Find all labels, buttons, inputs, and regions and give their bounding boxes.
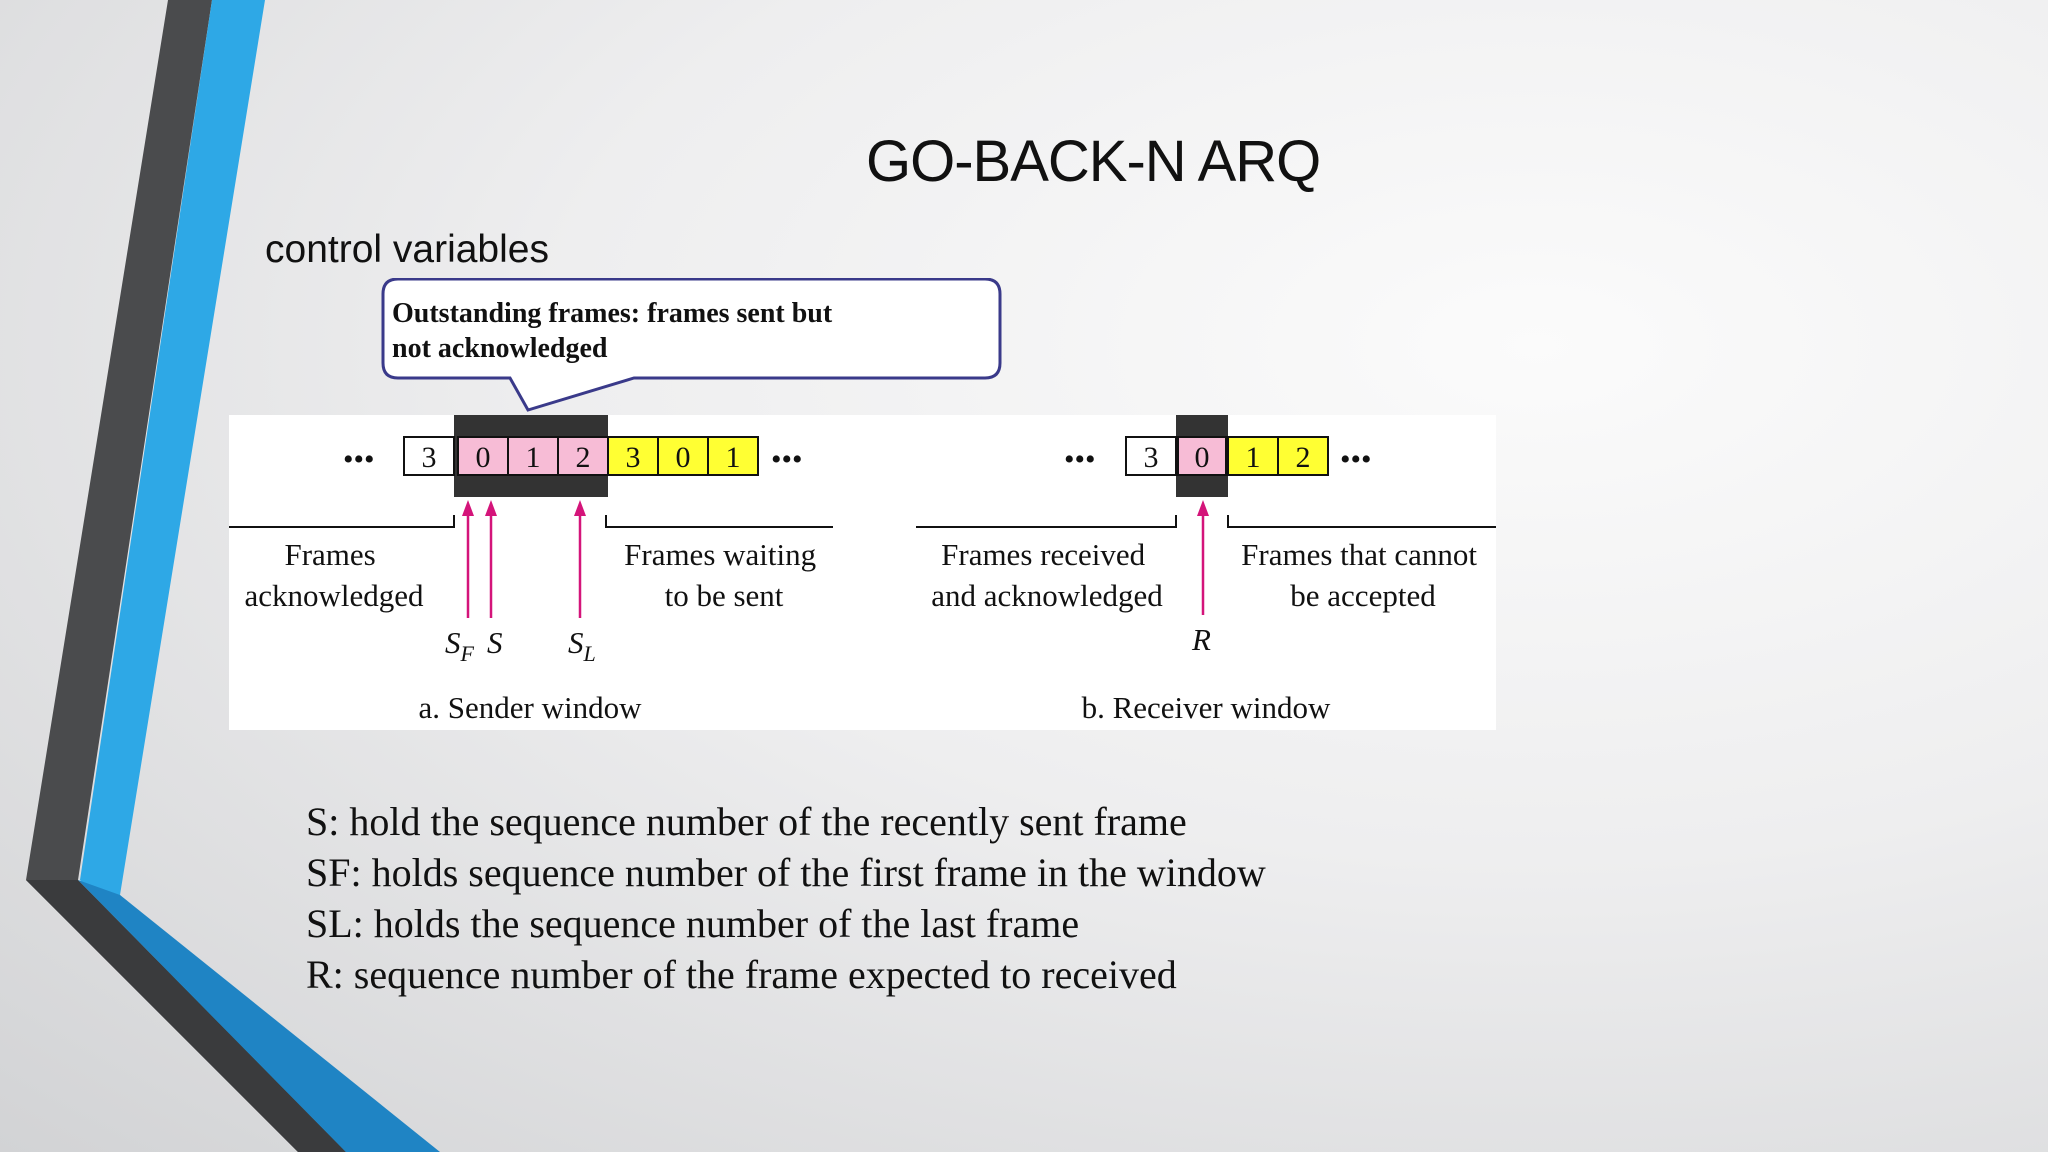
- sender-frame-box: [707, 436, 759, 476]
- dark-lower-stripe: [26, 880, 346, 1152]
- sl-arrowhead: [574, 500, 586, 516]
- slide-subtitle: control variables: [265, 228, 549, 271]
- sl-pointer-label: SL: [568, 625, 596, 666]
- go-back-n-window-diagram: Outstanding frames: frames sent but not …: [229, 278, 1496, 730]
- receiver-frame-label: 1: [1246, 441, 1261, 474]
- receiver-window: ••• 3 0 1 2 ••• R Frames received and ac…: [916, 415, 1496, 725]
- receiver-right-bracket: [1227, 515, 1496, 528]
- callout-bubble: [381, 278, 1002, 412]
- sender-frame-box: [403, 436, 455, 476]
- receiver-frames: 3 0 1 2: [1125, 436, 1329, 476]
- receiver-received-label: Frames received and acknowledged: [931, 537, 1163, 613]
- control-variable-notes: S: hold the sequence number of the recen…: [306, 796, 1266, 1000]
- r-arrowhead: [1197, 500, 1209, 516]
- dark-stripe: [26, 0, 346, 1152]
- blue-stripe: [80, 0, 372, 1152]
- blue-lower-stripe: [78, 880, 440, 1152]
- sender-waiting-label: Frames waiting to be sent: [624, 537, 824, 613]
- receiver-frame-box: [1125, 436, 1177, 476]
- receiver-frame-box: [1177, 436, 1227, 476]
- slide-title: GO-BACK-N ARQ: [866, 129, 1321, 194]
- sender-left-ellipsis: •••: [343, 443, 375, 476]
- sender-frame-box: [657, 436, 709, 476]
- s-arrowhead: [485, 500, 497, 516]
- r-pointer-label: R: [1191, 622, 1211, 657]
- receiver-frame-box: [1277, 436, 1329, 476]
- sender-frame-label: 1: [526, 441, 541, 474]
- callout-text-line2: not acknowledged: [392, 333, 608, 364]
- receiver-frame-box: [1227, 436, 1279, 476]
- receiver-frame-label: 2: [1296, 441, 1311, 474]
- receiver-pointer-arrow: [1197, 500, 1209, 615]
- note-sf: SF: holds sequence number of the first f…: [306, 850, 1266, 895]
- sender-right-bracket: [605, 515, 833, 528]
- sender-frame-box: [507, 436, 559, 476]
- sender-frame-label: 3: [626, 441, 641, 474]
- receiver-frame-label: 3: [1144, 441, 1159, 474]
- sender-caption: a. Sender window: [419, 690, 643, 725]
- s-pointer-label: S: [487, 625, 503, 660]
- sender-frame-label: 1: [726, 441, 741, 474]
- receiver-left-ellipsis: •••: [1064, 443, 1096, 476]
- sender-frame-label: 0: [476, 441, 491, 474]
- sf-arrowhead: [462, 500, 474, 516]
- receiver-frame-label: 0: [1195, 441, 1210, 474]
- decorative-stripes: [26, 0, 440, 1152]
- sender-frame-box: [557, 436, 609, 476]
- sender-left-bracket: [229, 515, 455, 528]
- sender-window: ••• 3 0 1 2 3 0 1 •••: [229, 415, 833, 725]
- sender-frame-box: [457, 436, 509, 476]
- sender-frame-label: 3: [422, 441, 437, 474]
- note-sl: SL: holds the sequence number of the las…: [306, 901, 1080, 946]
- sender-frame-label: 2: [576, 441, 591, 474]
- sender-frames: 3 0 1 2 3 0 1: [403, 436, 759, 476]
- receiver-right-ellipsis: •••: [1340, 443, 1372, 476]
- receiver-caption: b. Receiver window: [1082, 690, 1331, 725]
- callout-text-line1: Outstanding frames: frames sent but: [392, 298, 833, 329]
- receiver-left-bracket: [916, 515, 1177, 528]
- note-r: R: sequence number of the frame expected…: [306, 952, 1177, 997]
- sf-pointer-label: SF: [445, 625, 475, 666]
- sender-pointer-arrows: [462, 500, 586, 618]
- sender-frame-label: 0: [676, 441, 691, 474]
- note-s: S: hold the sequence number of the recen…: [306, 799, 1187, 844]
- sender-acknowledged-label: Frames acknowledged: [244, 537, 424, 613]
- receiver-not-accepted-label: Frames that cannot be accepted: [1241, 537, 1485, 613]
- sender-right-ellipsis: •••: [771, 443, 803, 476]
